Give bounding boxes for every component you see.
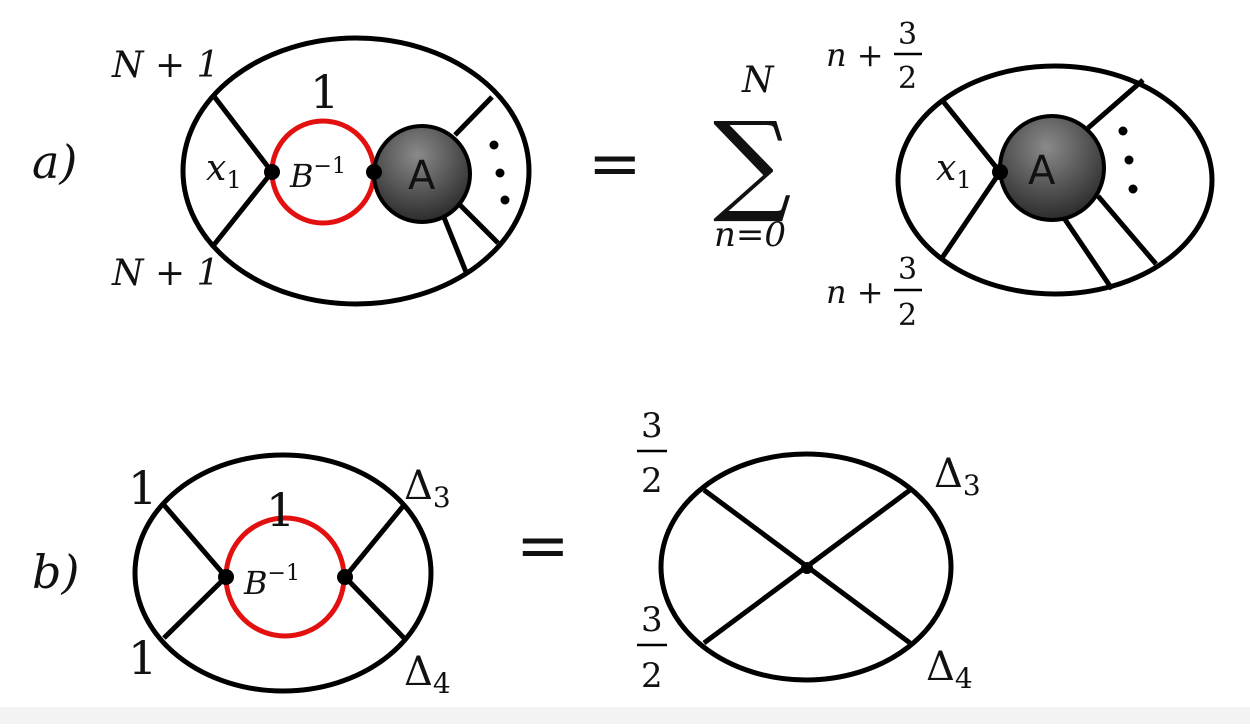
vertex-dot-left	[264, 164, 280, 180]
summation: N ∑ n=0	[713, 60, 792, 255]
panel-b-lhs-diagram: 1 1 1 B−1 Δ3 Δ4	[128, 452, 451, 700]
vertex-dot-right	[366, 164, 382, 180]
bottom-label-num: 3	[898, 252, 917, 287]
leg-bottom-left	[162, 575, 228, 640]
vertex-x1-label: x1	[206, 148, 242, 194]
outer-ellipse	[132, 452, 434, 694]
bottom-left-den: 2	[641, 656, 663, 696]
sum-symbol: ∑	[713, 98, 792, 226]
leg-right-3	[456, 201, 500, 245]
top-left-num: 3	[641, 406, 663, 446]
top-label-prefix: n +	[826, 36, 884, 74]
panel-a-label: a)	[32, 135, 77, 189]
leg-bottom-left-label: 1	[128, 631, 157, 685]
leg-right-1	[1086, 78, 1145, 130]
vertex-dot	[801, 562, 813, 574]
leg-bottom-left	[211, 170, 274, 248]
delta4-label: Δ4	[404, 649, 451, 700]
bottom-strip	[0, 707, 1250, 724]
sum-upper: N	[741, 60, 775, 101]
leg-right-3	[1096, 194, 1158, 266]
leg-top-label: N + 1	[111, 45, 219, 86]
panel-a-lhs-diagram: A N + 1 N + 1 1 x1 B−1	[111, 35, 532, 307]
leg-top-left	[162, 503, 228, 579]
bottom-label-prefix: n +	[826, 273, 884, 311]
panel-a-rhs-diagram: A x1 n + 3 2 n + 3 2	[826, 17, 1215, 333]
leg-top-left	[940, 98, 1002, 174]
delta4-label: Δ4	[926, 644, 973, 695]
blob-a-label: A	[408, 153, 436, 199]
leg-top-left	[211, 93, 274, 174]
bottom-left-num: 3	[641, 600, 663, 640]
sum-lower: n=0	[714, 215, 786, 255]
panel-b-rhs-diagram: 3 2 3 2 Δ3 Δ4	[637, 406, 981, 696]
loop-weight: 1	[266, 483, 295, 537]
leg-top-left-label: 1	[128, 461, 157, 515]
ellipsis-dot-2	[1124, 155, 1134, 165]
bottom-label-den: 2	[898, 298, 917, 333]
ellipsis-dot-3	[1128, 184, 1138, 194]
leg-right-2	[440, 214, 469, 273]
ellipsis-dot-3	[500, 195, 510, 205]
leg-bottom-left	[939, 170, 1003, 260]
outer-ellipse	[658, 451, 954, 683]
equals-a: =	[588, 127, 642, 201]
equals-b: =	[516, 509, 570, 583]
panel-b-label: b)	[32, 545, 79, 599]
top-label-den: 2	[898, 61, 917, 96]
leg-bottom-right	[343, 575, 406, 640]
outer-ellipse	[180, 35, 532, 307]
leg-right-1	[453, 95, 494, 137]
loop-inverse-label: B−1	[243, 561, 300, 602]
ellipsis-dot-1	[489, 140, 499, 150]
loop-weight: 1	[310, 65, 339, 119]
outer-ellipse	[895, 63, 1215, 297]
vertex-dot	[992, 164, 1008, 180]
vertex-dot-right	[337, 569, 353, 585]
delta3-label: Δ3	[934, 451, 981, 502]
loop-inverse-label: B−1	[289, 154, 346, 195]
vertex-x1-label: x1	[936, 148, 972, 194]
ellipsis-dot-2	[495, 168, 505, 178]
leg-top-right	[343, 503, 406, 579]
ellipsis-dot-1	[1118, 126, 1128, 136]
top-label-num: 3	[898, 17, 917, 52]
leg-right-2	[1061, 216, 1115, 291]
vertex-dot-left	[218, 569, 234, 585]
top-left-den: 2	[641, 461, 663, 501]
leg-bottom-label: N + 1	[111, 253, 219, 294]
delta3-label: Δ3	[404, 463, 451, 514]
blob-a-label: A	[1028, 148, 1056, 194]
